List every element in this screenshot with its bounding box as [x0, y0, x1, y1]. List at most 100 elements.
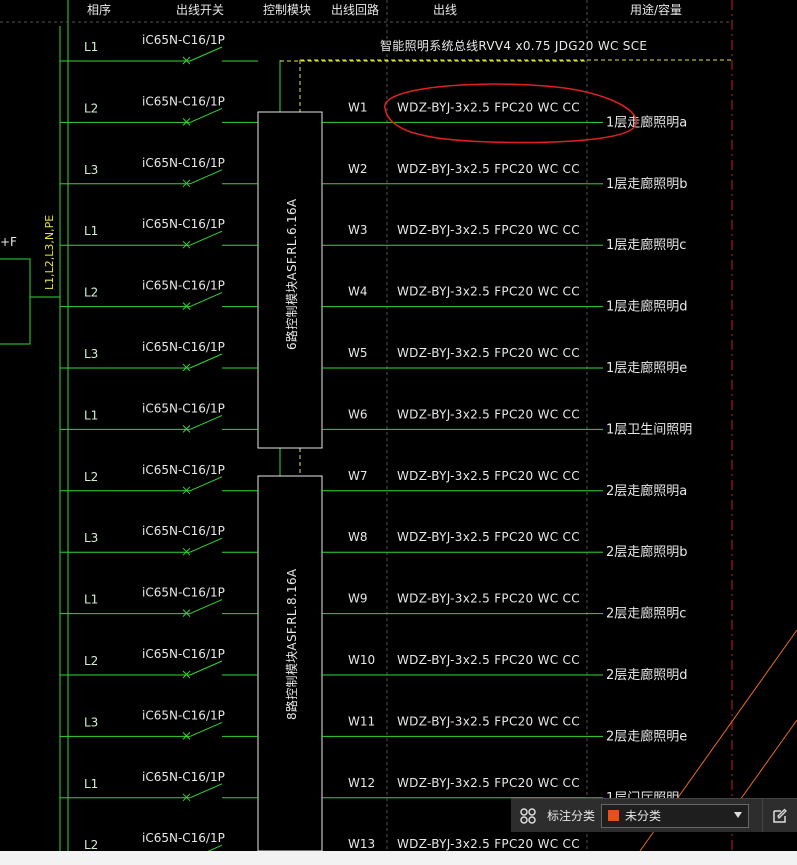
circuit-label: W5 [348, 346, 368, 360]
chevron-down-icon [734, 811, 743, 818]
cable-label: WDZ-BYJ-3x2.5 FPC20 WC CC [397, 469, 580, 483]
switch-label: iC65N-C16/1P [142, 831, 225, 845]
header-phase: 相序 [87, 2, 111, 17]
annotation-category-select[interactable]: 未分类 [601, 803, 750, 828]
circuit-row[interactable]: L3 iC65N-C16/1P W2 WDZ-BYJ-3x2.5 FPC20 WC C… [60, 156, 688, 192]
usage-label: 2层走廊照明c [606, 606, 686, 622]
circuit-label: W10 [348, 653, 375, 667]
circuit-label: W12 [348, 776, 375, 790]
header-module: 控制模块 [263, 3, 311, 17]
circuit-row[interactable]: L1 iC65N-C16/1P 智能照明系统总线RVV4 x0.75 JDG20 W… [60, 33, 647, 65]
usage-label: 1层走廊照明b [606, 176, 688, 192]
circuit-label: W6 [348, 407, 368, 421]
control-module-6-label: 6路控制模块ASF.RL.6.16A [284, 198, 299, 350]
switch-label: iC65N-C16/1P [142, 708, 225, 722]
phase-label: L3 [84, 715, 98, 729]
usage-label: 1层卫生间照明 [606, 422, 692, 437]
circuit-row[interactable]: L3 iC65N-C16/1P W8 WDZ-BYJ-3x2.5 FPC20 WC C… [60, 524, 688, 560]
circuit-label: W13 [348, 837, 375, 851]
circuit-label: W1 [348, 100, 368, 114]
phase-label: L2 [84, 101, 98, 115]
phase-label: L1 [84, 593, 98, 607]
edit-icon[interactable] [762, 799, 797, 832]
phase-label: L2 [84, 470, 98, 484]
cable-label: WDZ-BYJ-3x2.5 FPC20 WC CC [397, 714, 580, 728]
switch-label: iC65N-C16/1P [142, 647, 225, 661]
grid-icon[interactable] [511, 799, 545, 832]
switch-label: iC65N-C16/1P [142, 217, 225, 231]
category-color-swatch [608, 810, 620, 821]
phase-label: L3 [84, 163, 98, 177]
switch-label: iC65N-C16/1P [142, 463, 225, 477]
circuit-row[interactable]: L1 iC65N-C16/1P W12 WDZ-BYJ-3x2.5 FPC20 WC … [60, 770, 679, 806]
status-strip [0, 851, 797, 865]
circuit-label: W11 [348, 714, 375, 728]
cable-label: WDZ-BYJ-3x2.5 FPC20 WC CC [397, 530, 580, 544]
category-selected-value: 未分类 [625, 809, 662, 823]
header-usage: 用途/容量 [630, 2, 682, 17]
switch-label: iC65N-C16/1P [142, 524, 225, 538]
circuit-row[interactable]: L2 iC65N-C16/1P W7 WDZ-BYJ-3x2.5 FPC20 WC C… [60, 463, 687, 499]
usage-label: 1层走廊照明c [606, 237, 686, 253]
switch-label: iC65N-C16/1P [142, 33, 225, 47]
control-module-6[interactable] [257, 111, 323, 449]
phase-label: L1 [84, 40, 98, 54]
switch-label: iC65N-C16/1P [142, 340, 225, 354]
switch-label: iC65N-C16/1P [142, 401, 225, 415]
circuit-row[interactable]: L2 iC65N-C16/1P W1 WDZ-BYJ-3x2.5 FPC20 WC C… [60, 94, 687, 130]
header-cable: 出线 [433, 3, 457, 17]
circuit-label: W7 [348, 469, 368, 483]
phase-label: L3 [84, 531, 98, 545]
circuit-row[interactable]: L3 iC65N-C16/1P W11 WDZ-BYJ-3x2.5 FPC20 WC … [60, 708, 687, 744]
circuit-label: W4 [348, 285, 368, 299]
header-switch: 出线开关 [176, 3, 224, 17]
circuit-label: W8 [348, 530, 368, 544]
circuit-label: W9 [348, 592, 368, 606]
cable-label: WDZ-BYJ-3x2.5 FPC20 WC CC [397, 407, 580, 421]
circuit-row[interactable]: L1 iC65N-C16/1P W3 WDZ-BYJ-3x2.5 FPC20 WC C… [60, 217, 686, 253]
bus-label: L1,L2,L3,N,PE [43, 215, 56, 290]
annotation-toolbar: 标注分类 未分类 [511, 798, 797, 832]
control-module-8-label: 8路控制模块ASF.RL.8.16A [284, 568, 299, 720]
circuit-row[interactable]: L2 iC65N-C16/1P W4 WDZ-BYJ-3x2.5 FPC20 WC C… [60, 279, 688, 315]
markup-ellipse[interactable] [384, 83, 637, 144]
switch-label: iC65N-C16/1P [142, 94, 225, 108]
annotation-category-label: 标注分类 [547, 809, 596, 823]
switch-label: iC65N-C16/1P [142, 279, 225, 293]
phase-label: L2 [84, 286, 98, 300]
usage-label: 1层走廊照明a [606, 114, 687, 130]
switch-label: iC65N-C16/1P [142, 586, 225, 600]
phase-label: L3 [84, 347, 98, 361]
usage-label: 2层走廊照明d [606, 667, 688, 683]
left-box-label: +F [0, 235, 17, 249]
circuit-row[interactable]: L3 iC65N-C16/1P W5 WDZ-BYJ-3x2.5 FPC20 WC C… [60, 340, 687, 376]
usage-label: 1层走廊照明e [606, 360, 687, 376]
switch-label: iC65N-C16/1P [142, 770, 225, 784]
usage-label: 2层走廊照明a [606, 483, 687, 499]
usage-label: 1层走廊照明d [606, 299, 688, 315]
phase-label: L2 [84, 838, 98, 852]
switch-label: iC65N-C16/1P [142, 156, 225, 170]
cable-label: WDZ-BYJ-3x2.5 FPC20 WC CC [397, 223, 580, 237]
cable-label: WDZ-BYJ-3x2.5 FPC20 WC CC [397, 837, 580, 851]
phase-label: L1 [84, 224, 98, 238]
cable-label: WDZ-BYJ-3x2.5 FPC20 WC CC [397, 653, 580, 667]
phase-label: L1 [84, 777, 98, 791]
cable-label: 智能照明系统总线RVV4 x0.75 JDG20 WC SCE [380, 38, 647, 53]
circuit-row[interactable]: L1 iC65N-C16/1P W6 WDZ-BYJ-3x2.5 FPC20 WC C… [60, 401, 692, 437]
table-header: 相序 出线开关 控制模块 出线回路 出线 用途/容量 [87, 2, 682, 17]
circuit-label: W3 [348, 223, 368, 237]
cable-label: WDZ-BYJ-3x2.5 FPC20 WC CC [397, 162, 580, 176]
cable-label: WDZ-BYJ-3x2.5 FPC20 WC CC [397, 346, 580, 360]
cable-label: WDZ-BYJ-3x2.5 FPC20 WC CC [397, 285, 580, 299]
header-circuit: 出线回路 [331, 2, 379, 17]
usage-label: 2层走廊照明e [606, 728, 687, 744]
circuit-label: W2 [348, 162, 368, 176]
usage-label: 2层走廊照明b [606, 544, 688, 560]
cable-label: WDZ-BYJ-3x2.5 FPC20 WC CC [397, 776, 580, 790]
phase-label: L1 [84, 408, 98, 422]
cable-label: WDZ-BYJ-3x2.5 FPC20 WC CC [397, 100, 580, 114]
